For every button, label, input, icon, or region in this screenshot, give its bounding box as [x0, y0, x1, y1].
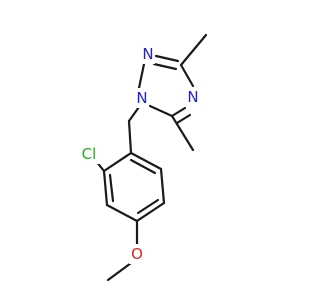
- molecule-drawing: N N N Cl O: [78, 33, 208, 282]
- bond-c1-c2: [102, 151, 133, 173]
- bond-c6-c1: [129, 151, 163, 171]
- bond-c2-c3: [102, 169, 109, 207]
- bond-c5-methyl: [170, 114, 195, 152]
- bond-c4-c5: [135, 201, 166, 223]
- bond-ch2-aryl: [127, 119, 133, 155]
- atom-n2: N: [141, 44, 155, 64]
- bond-n4-c5: [170, 106, 187, 118]
- bond-o-methyl: [106, 261, 133, 282]
- cl-label: Cl: [82, 145, 97, 163]
- n1-label: N: [136, 89, 147, 107]
- n4-label: N: [187, 88, 198, 106]
- bond-c5-c6: [159, 167, 166, 205]
- n2-label: N: [142, 45, 153, 63]
- bond-c3-c4: [105, 203, 139, 223]
- atom-o: O: [129, 244, 145, 264]
- bond-c3-methyl: [179, 33, 208, 67]
- bond-c4-c5-inner: [136, 198, 160, 215]
- bond-n2-c3-double: [152, 62, 178, 71]
- bond-c6-c1-inner: [129, 158, 157, 175]
- bond-n4-c5-double: [175, 113, 192, 125]
- bond-c3-n4: [179, 63, 195, 88]
- atom-n4: N: [186, 87, 200, 107]
- structure-canvas: N N N Cl O: [78, 33, 208, 282]
- atom-n1: N: [135, 88, 149, 108]
- bond-c5-n1: [148, 104, 174, 118]
- bond-n1-n2: [137, 62, 146, 90]
- atom-cl: Cl: [78, 144, 100, 164]
- bond-c2-c3-inner: [108, 173, 115, 203]
- o-label: O: [131, 245, 143, 263]
- bond-n1-ch2: [127, 105, 141, 123]
- bond-n2-c3: [154, 54, 180, 63]
